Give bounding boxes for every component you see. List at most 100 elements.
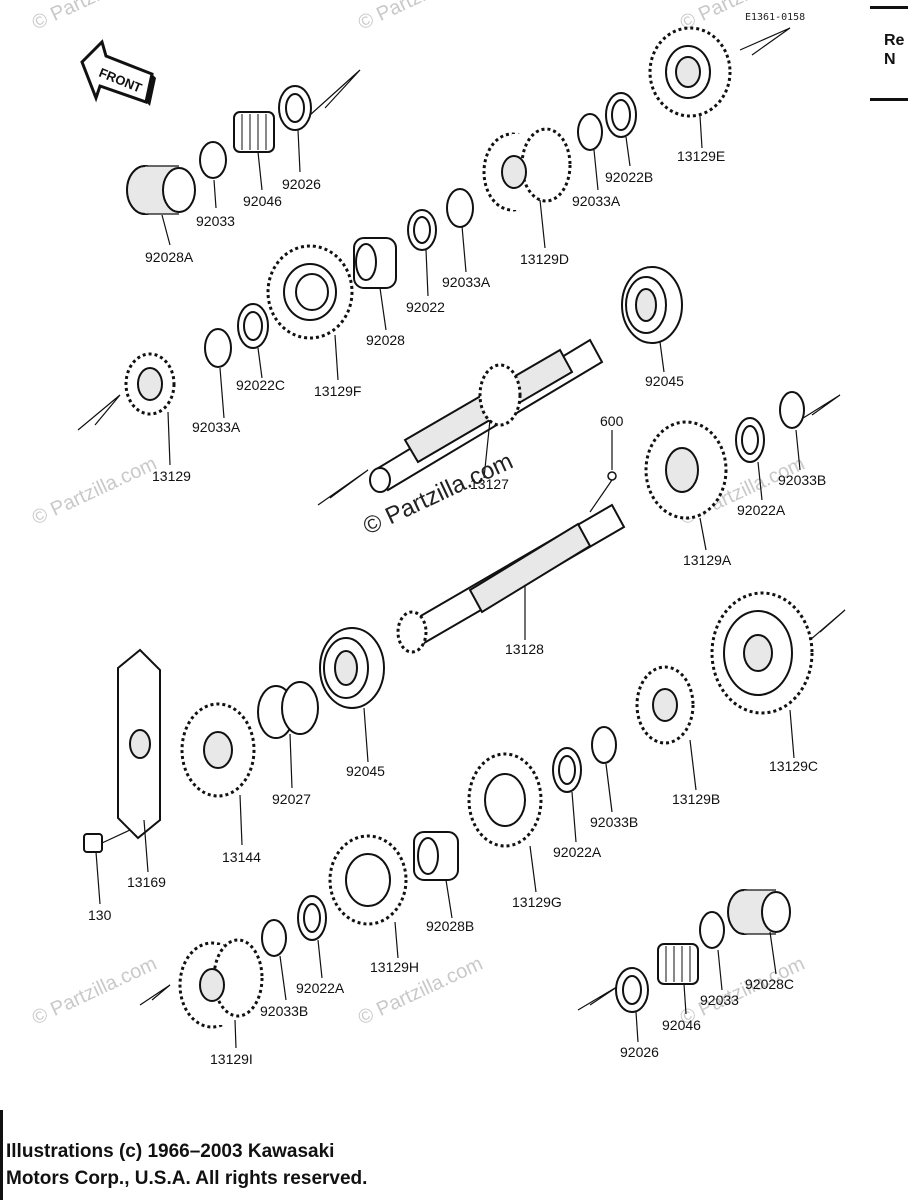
label-92026-bottom: 92026: [620, 1044, 659, 1060]
label-13129B: 13129B: [672, 791, 720, 807]
copyright-notice: Illustrations (c) 1966–2003 Kawasaki Mot…: [6, 1138, 367, 1192]
label-92022: 92022: [406, 299, 445, 315]
copyright-line1: Illustrations (c) 1966–2003 Kawasaki: [6, 1141, 335, 1162]
label-92028C: 92028C: [745, 976, 794, 992]
part-92022C: [237, 303, 269, 379]
label-92028: 92028: [366, 332, 405, 348]
part-92022A-bottom: [297, 895, 327, 979]
label-92033B-bottom: 92033B: [260, 1003, 308, 1019]
label-13129C: 13129C: [769, 758, 818, 774]
copyright-line2: Motors Corp., U.S.A. All rights reserved…: [6, 1168, 368, 1189]
label-92022A-bottom: 92022A: [296, 980, 345, 996]
front-arrow-icon: FRONT: [80, 39, 156, 106]
part-92033-bottom: [699, 911, 725, 991]
shaft-13128: [396, 503, 626, 654]
gear-13129B: [635, 665, 697, 791]
label-92046-top: 92046: [243, 193, 282, 209]
label-92033-bottom: 92033: [700, 992, 739, 1008]
side-panel: Re N: [868, 0, 908, 110]
label-13169: 13169: [127, 874, 166, 890]
label-92033A-mid: 92033A: [442, 274, 491, 290]
label-92033A-left: 92033A: [192, 419, 241, 435]
part-92033B-bottom: [261, 919, 287, 1001]
watermark-tile: © Partzilla.com: [29, 0, 160, 35]
watermark-center: © Partzilla.com: [359, 448, 517, 541]
shaft-13127: [369, 338, 604, 493]
label-92046-bottom: 92046: [662, 1017, 701, 1033]
part-labels: 92028A 92033 92046 92026 13129E 92022B 9…: [88, 148, 826, 1067]
label-13129I: 13129I: [210, 1051, 253, 1067]
watermark-tile: © Partzilla.com: [355, 0, 486, 35]
part-92022A-mid: [552, 747, 582, 843]
bolt-130: [83, 829, 131, 905]
side-panel-top-rule: [870, 6, 908, 9]
part-92028B: [413, 831, 459, 919]
gear-13129G: [467, 752, 543, 893]
label-92033B-right: 92033B: [778, 472, 826, 488]
label-92027: 92027: [272, 791, 311, 807]
label-13129D: 13129D: [520, 251, 569, 267]
label-13129F: 13129F: [314, 383, 361, 399]
part-92046-top: [233, 111, 275, 191]
side-panel-bottom-rule: [870, 98, 908, 101]
plate-13169: [117, 648, 161, 873]
label-13129: 13129: [152, 468, 191, 484]
side-panel-text-line1: Re: [884, 32, 905, 49]
label-92022B: 92022B: [605, 169, 653, 185]
label-92022A-mid: 92022A: [553, 844, 602, 860]
label-92026-top: 92026: [282, 176, 321, 192]
label-92028A: 92028A: [145, 249, 194, 265]
assembly-guide-lines: [77, 27, 846, 1011]
diagram-code: E1361-0158: [745, 12, 805, 23]
left-edge-bar: [0, 1110, 3, 1200]
part-92022A-right: [735, 417, 765, 501]
gear-13129E: [648, 26, 732, 149]
label-13129G: 13129G: [512, 894, 562, 910]
gear-13129C: [710, 591, 814, 759]
bearing-92045-top: [621, 266, 683, 373]
gear-13129H: [328, 834, 408, 959]
side-panel-text-line2: N: [884, 51, 896, 68]
label-92022A-right: 92022A: [737, 502, 786, 518]
bearing-92045-bottom: [319, 627, 385, 763]
label-92028B: 92028B: [426, 918, 474, 934]
gear-13129I: [178, 938, 264, 1049]
part-92028A: [126, 165, 196, 246]
label-92045-bottom: 92045: [346, 763, 385, 779]
label-92045-top: 92045: [645, 373, 684, 389]
part-92022B: [605, 92, 637, 167]
label-92033A-top: 92033A: [572, 193, 621, 209]
part-92046-bottom: [657, 943, 699, 1015]
sprocket-13144: [180, 702, 256, 846]
part-92027: [257, 681, 319, 789]
label-130: 130: [88, 907, 112, 923]
part-92033B-mid: [591, 726, 617, 813]
part-92033-top: [199, 141, 227, 209]
label-92033B-mid: 92033B: [590, 814, 638, 830]
part-92033A-mid: [446, 188, 474, 273]
part-92033A-left: [204, 328, 232, 419]
part-92026-bottom: [615, 967, 649, 1043]
label-13128: 13128: [505, 641, 544, 657]
label-92022C: 92022C: [236, 377, 285, 393]
gear-13129F: [266, 244, 354, 381]
watermark-tile: © Partzilla.com: [29, 953, 160, 1030]
part-92028C: [727, 889, 791, 975]
label-92033-top: 92033: [196, 213, 235, 229]
label-13127: 13127: [470, 476, 509, 492]
part-92033B-right: [779, 391, 805, 471]
label-13129E: 13129E: [677, 148, 725, 164]
watermark-tile: © Partzilla.com: [29, 453, 160, 530]
part-600: [589, 430, 617, 513]
label-13144: 13144: [222, 849, 261, 865]
part-92028: [353, 237, 397, 331]
part-92033A-top: [577, 113, 603, 191]
gear-13129A: [644, 420, 728, 551]
gear-13129: [124, 352, 176, 466]
label-13129A: 13129A: [683, 552, 732, 568]
label-600: 600: [600, 413, 624, 429]
label-13129H: 13129H: [370, 959, 419, 975]
part-92026-top: [278, 85, 312, 173]
gear-13129D: [482, 127, 572, 249]
